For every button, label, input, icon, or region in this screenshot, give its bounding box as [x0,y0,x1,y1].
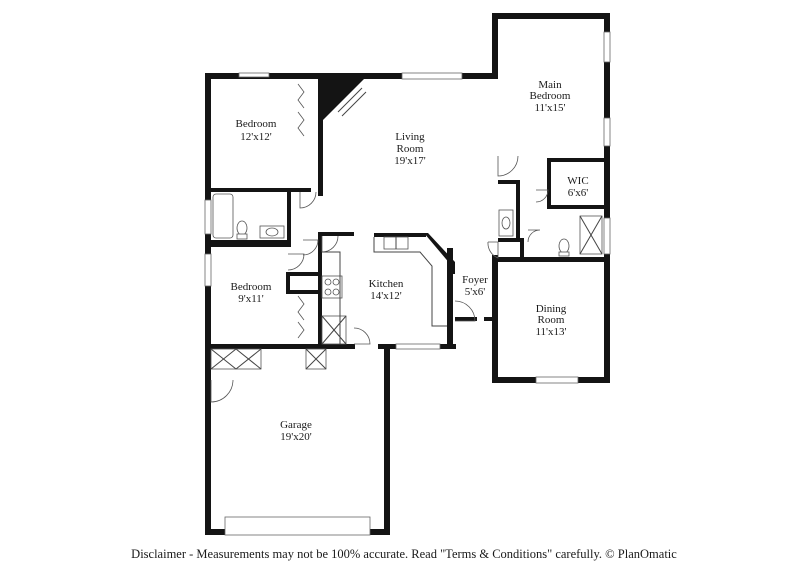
room-labels: Bedroom 12'x12' Living Room 19'x17' Main… [231,79,589,443]
room-size-bedroom-2: 9'x11' [238,293,264,305]
room-size-bedroom-1: 12'x12' [240,131,271,143]
room-size-wic: 6'x6' [568,187,588,199]
room-name-dining-room-line1: Dining [536,303,567,315]
room-size-garage: 19'x20' [280,431,311,443]
room-name-main-bedroom-line1: Main [538,79,562,91]
room-name-living-room-line1: Living [395,131,425,143]
room-size-dining-room: 11'x13' [535,326,566,338]
room-name-garage: Garage [280,419,312,431]
doors [210,83,549,403]
room-size-kitchen: 14'x12' [370,290,401,302]
fireplace-icon [323,79,364,120]
disclaimer-text: Disclaimer - Measurements may not be 100… [131,547,677,561]
stove-icon [321,275,343,299]
room-name-dining-room-line2: Room [538,314,565,326]
bathtub-icon [212,193,234,239]
room-name-main-bedroom-line2: Bedroom [530,90,571,102]
windows [204,31,611,536]
room-name-kitchen: Kitchen [369,278,404,290]
room-name-bedroom-1: Bedroom [236,118,277,130]
room-size-main-bedroom: 11'x15' [534,102,565,114]
room-size-living-room: 19'x17' [394,155,425,167]
toilet-icon [236,220,248,236]
master-toilet-icon [558,238,570,254]
room-name-living-room-line2: Room [397,143,424,155]
room-name-bedroom-2: Bedroom [231,281,272,293]
fixtures [210,193,603,370]
room-size-foyer: 5'x6' [465,286,485,298]
room-name-foyer: Foyer [462,274,488,286]
room-name-wic: WIC [567,175,588,187]
